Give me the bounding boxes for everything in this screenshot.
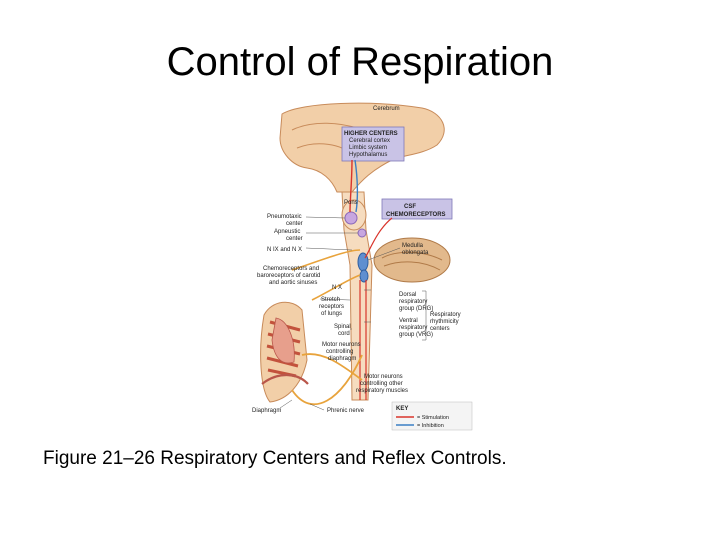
label-spinal-cord: cord [338,331,350,337]
diaphragm-shape [261,373,309,385]
key-stimulation-label: = Stimulation [417,415,449,421]
label-pons: Pons [344,200,358,206]
label-aortic-sinuses: and aortic sinuses [269,280,317,286]
vrg-center [359,269,369,283]
csf-box [381,198,453,220]
label-motor-other-3: respiratory muscles [356,388,408,394]
label-spinal: Spinal [334,324,351,330]
label-apneustic-center: center [286,236,303,242]
label-pneumotaxic: Pneumotaxic [267,214,302,220]
intercostal-nerves [301,353,363,381]
brainstem-shape [341,191,373,401]
nerve-n-x [311,274,361,301]
figure-key: KEY = Stimulation = Inhibition [391,401,473,431]
leader-nix [305,247,353,251]
label-cerebrum: Cerebrum [373,106,400,112]
label-rhythmicity-3: centers [430,326,450,332]
nerve-n-ix-x [291,249,361,271]
rhythmicity-bracket [422,290,427,341]
label-nx: N X [332,285,342,291]
apneustic-center [357,228,367,238]
label-baroreceptors: baroreceptors of carotid [257,273,320,279]
label-diaphragm: Diaphragm [252,408,281,414]
label-nix: N IX and N X [267,247,302,253]
label-motor-diaphragm-2: controlling [326,349,353,355]
key-inhibition-label: = Inhibition [417,423,444,429]
label-motor-other-2: controlling other [360,381,403,387]
label-rhythmicity-1: Respiratory [430,312,461,318]
lung-shape [271,317,295,364]
pneumotaxic-center [344,211,358,225]
cerebellum-shape [373,237,451,283]
leader-pneumotaxic [305,216,346,219]
label-stretch-receptors: receptors [319,304,344,310]
respiration-diagram: Cerebrum HIGHER CENTERS Cerebral cortex … [252,102,473,431]
slide-title: Control of Respiration [166,40,554,84]
stimulation-pathway-2 [364,217,393,259]
higher-centers-box [341,126,405,162]
label-drg-group: group (DRG) [399,306,433,312]
label-motor-diaphragm-1: Motor neurons [322,342,361,348]
label-chemoreceptors-csf: CHEMORECEPTORS [386,212,446,218]
key-title: KEY [396,406,408,412]
label-drg-respiratory: respiratory [399,299,427,305]
label-csf: CSF [404,204,416,210]
label-limbic-system: Limbic system [349,145,387,151]
label-stretch: Stretch [321,297,340,303]
stimulation-pathway-1 [349,159,353,213]
label-higher-centers: HIGHER CENTERS [344,131,398,137]
label-rhythmicity-2: rhythmicity [430,319,459,325]
label-pneumotaxic-center: center [286,221,303,227]
label-drg-dorsal: Dorsal [399,292,416,298]
leader-medulla [367,247,401,261]
label-vrg-respiratory: respiratory [399,325,427,331]
leader-diaphragm [279,399,293,409]
respiration-figure: Cerebrum HIGHER CENTERS Cerebral cortex … [252,100,474,432]
label-medulla: Medulla [402,243,424,249]
label-chemoreceptors: Chemoreceptors and [263,266,319,272]
label-stretch-lungs: of lungs [321,311,342,317]
label-motor-diaphragm-3: diaphragm [328,356,356,362]
leader-phrenic [309,403,325,411]
phrenic-nerve [291,354,363,406]
cerebellum-fold [381,251,443,271]
label-motor-other-1: Motor neurons [364,374,403,380]
inhibition-pathway-1 [354,159,359,213]
label-phrenic: Phrenic nerve [327,408,365,414]
label-hypothalamus: Hypothalamus [349,152,387,158]
label-apneustic: Apneustic [274,229,300,235]
label-oblongata: oblongata [402,250,429,256]
label-vrg-ventral: Ventral [399,318,418,324]
label-vrg-group: group (VRG) [399,332,433,338]
label-cerebral-cortex: Cerebral cortex [349,138,390,144]
leader-stretch [319,298,351,301]
figure-caption: Figure 21–26 Respiratory Centers and Ref… [43,448,507,469]
